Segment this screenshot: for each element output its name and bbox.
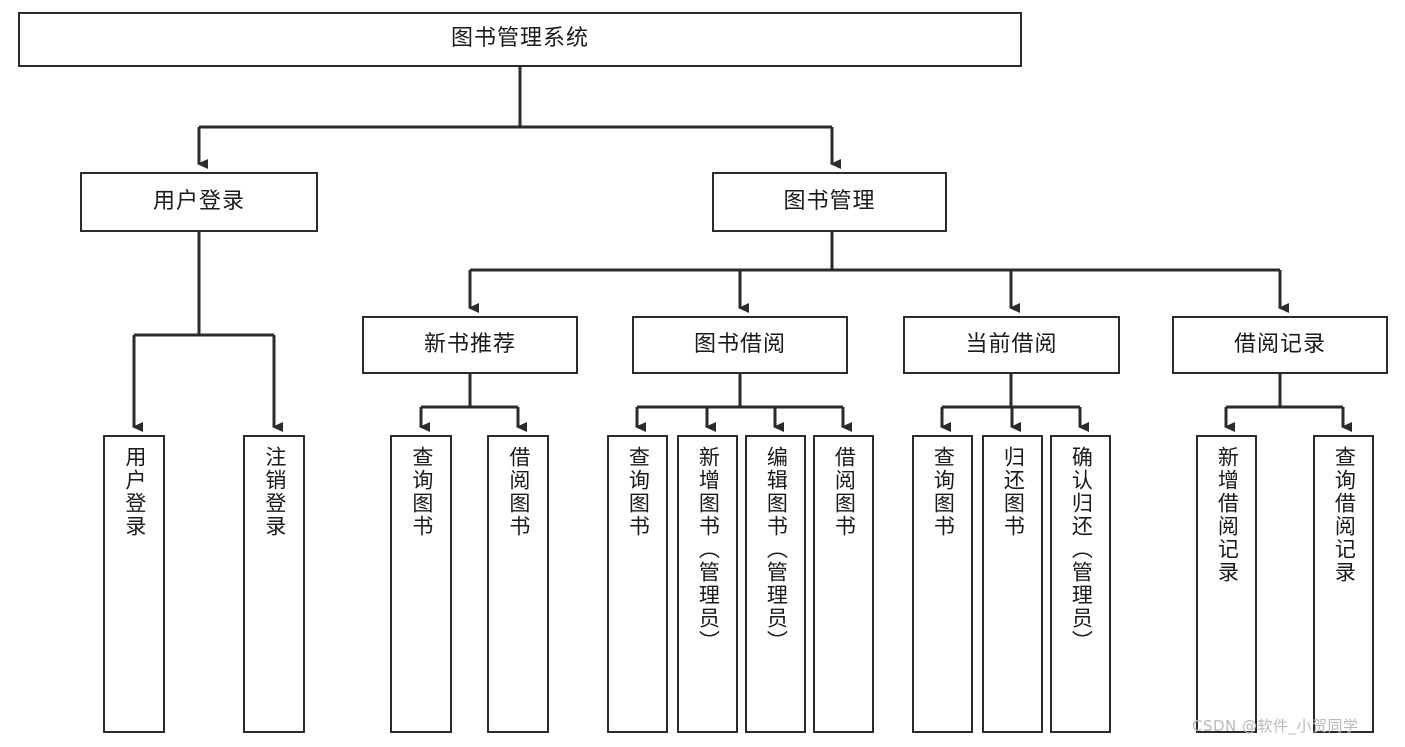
node-book-borrow[interactable]: 图书借阅: [632, 316, 848, 374]
leaf-return-book[interactable]: 归还图书: [982, 435, 1043, 733]
leaf-add-borrow-record-label: 新增借阅记录: [1215, 446, 1240, 584]
node-new-book-recommend[interactable]: 新书推荐: [362, 316, 578, 374]
leaf-confirm-return-admin-label: 确认归还（管理员）: [1069, 446, 1094, 653]
node-borrow-record-label: 借阅记录: [1233, 331, 1326, 357]
node-current-borrow[interactable]: 当前借阅: [903, 316, 1120, 374]
leaf-query-borrow-record[interactable]: 查询借阅记录: [1313, 435, 1374, 733]
node-root-label: 图书管理系统: [450, 26, 589, 52]
node-book-management[interactable]: 图书管理: [712, 172, 947, 232]
leaf-add-book-admin-label: 新增图书（管理员）: [696, 446, 721, 653]
leaf-user-login-label: 用户登录: [122, 446, 147, 538]
node-new-book-recommend-label: 新书推荐: [423, 331, 516, 357]
leaf-add-borrow-record[interactable]: 新增借阅记录: [1196, 435, 1257, 733]
leaf-user-logout-label: 注销登录: [262, 446, 287, 538]
node-user-login-label: 用户登录: [152, 188, 245, 214]
leaf-edit-book-admin-label: 编辑图书（管理员）: [764, 446, 789, 653]
leaf-return-book-label: 归还图书: [1001, 446, 1026, 538]
leaf-edit-book-admin[interactable]: 编辑图书（管理员）: [745, 435, 806, 733]
leaf-query-book-cur[interactable]: 查询图书: [912, 435, 973, 733]
leaf-query-book-rec[interactable]: 查询图书: [390, 435, 452, 733]
node-root[interactable]: 图书管理系统: [18, 12, 1022, 67]
leaf-borrow-book-rec-label: 借阅图书: [506, 446, 531, 538]
node-book-borrow-label: 图书借阅: [693, 331, 786, 357]
leaf-query-borrow-record-label: 查询借阅记录: [1332, 446, 1357, 584]
leaf-query-book-borrow[interactable]: 查询图书: [607, 435, 668, 733]
node-book-management-label: 图书管理: [783, 188, 876, 214]
leaf-borrow-book-label: 借阅图书: [832, 446, 857, 538]
node-user-login[interactable]: 用户登录: [80, 172, 318, 232]
leaf-user-login[interactable]: 用户登录: [103, 435, 165, 733]
leaf-query-book-cur-label: 查询图书: [931, 446, 956, 538]
node-current-borrow-label: 当前借阅: [965, 331, 1058, 357]
leaf-confirm-return-admin[interactable]: 确认归还（管理员）: [1050, 435, 1111, 733]
leaf-query-book-borrow-label: 查询图书: [626, 446, 651, 538]
leaf-borrow-book-rec[interactable]: 借阅图书: [487, 435, 549, 733]
leaf-user-logout[interactable]: 注销登录: [243, 435, 305, 733]
node-borrow-record[interactable]: 借阅记录: [1172, 316, 1388, 374]
leaf-query-book-rec-label: 查询图书: [409, 446, 434, 538]
csdn-watermark: CSDN @软件_小贺同学: [1192, 717, 1359, 735]
leaf-add-book-admin[interactable]: 新增图书（管理员）: [677, 435, 738, 733]
leaf-borrow-book[interactable]: 借阅图书: [813, 435, 874, 733]
